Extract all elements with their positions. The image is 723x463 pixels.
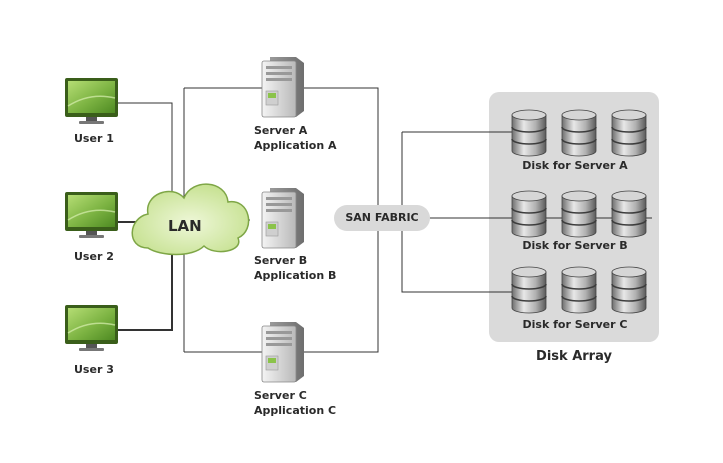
server-b-app: Application B [254,269,337,282]
user-2-label: User 2 [74,250,114,263]
user-1-monitor-icon [65,78,118,124]
server-b-icon [261,188,304,249]
user-2-monitor-icon [65,192,118,238]
disk-array-label: Disk Array [536,349,612,364]
disk-cylinder-icon [561,266,597,314]
server-b-name: Server B [254,254,308,267]
disk-group-b-label: Disk for Server B [522,239,628,252]
disk-cylinder-icon [511,190,547,238]
san-fabric-pill [334,205,430,231]
server-c-icon [261,322,304,383]
user-1-label: User 1 [74,132,114,145]
lan-label: LAN [168,217,202,235]
disk-cylinder-icon [511,109,547,157]
user-3-label: User 3 [74,363,114,376]
server-c-app: Application C [254,404,337,417]
disk-cylinder-icon [561,109,597,157]
server-c-name: Server C [254,389,307,402]
server-a-icon [261,57,304,118]
disk-group-c-label: Disk for Server C [522,318,628,331]
server-a-app: Application A [254,139,337,152]
san-fabric-label: SAN FABRIC [345,211,419,224]
disk-cylinder-icon [611,109,647,157]
user-3-monitor-icon [65,305,118,351]
disk-cylinder-icon [511,266,547,314]
disk-cylinder-icon [561,190,597,238]
server-a-name: Server A [254,124,308,137]
disk-group-a-label: Disk for Server A [522,159,628,172]
disk-cylinder-icon [611,266,647,314]
disk-cylinder-icon [611,190,647,238]
lan-cloud-icon [131,183,250,256]
